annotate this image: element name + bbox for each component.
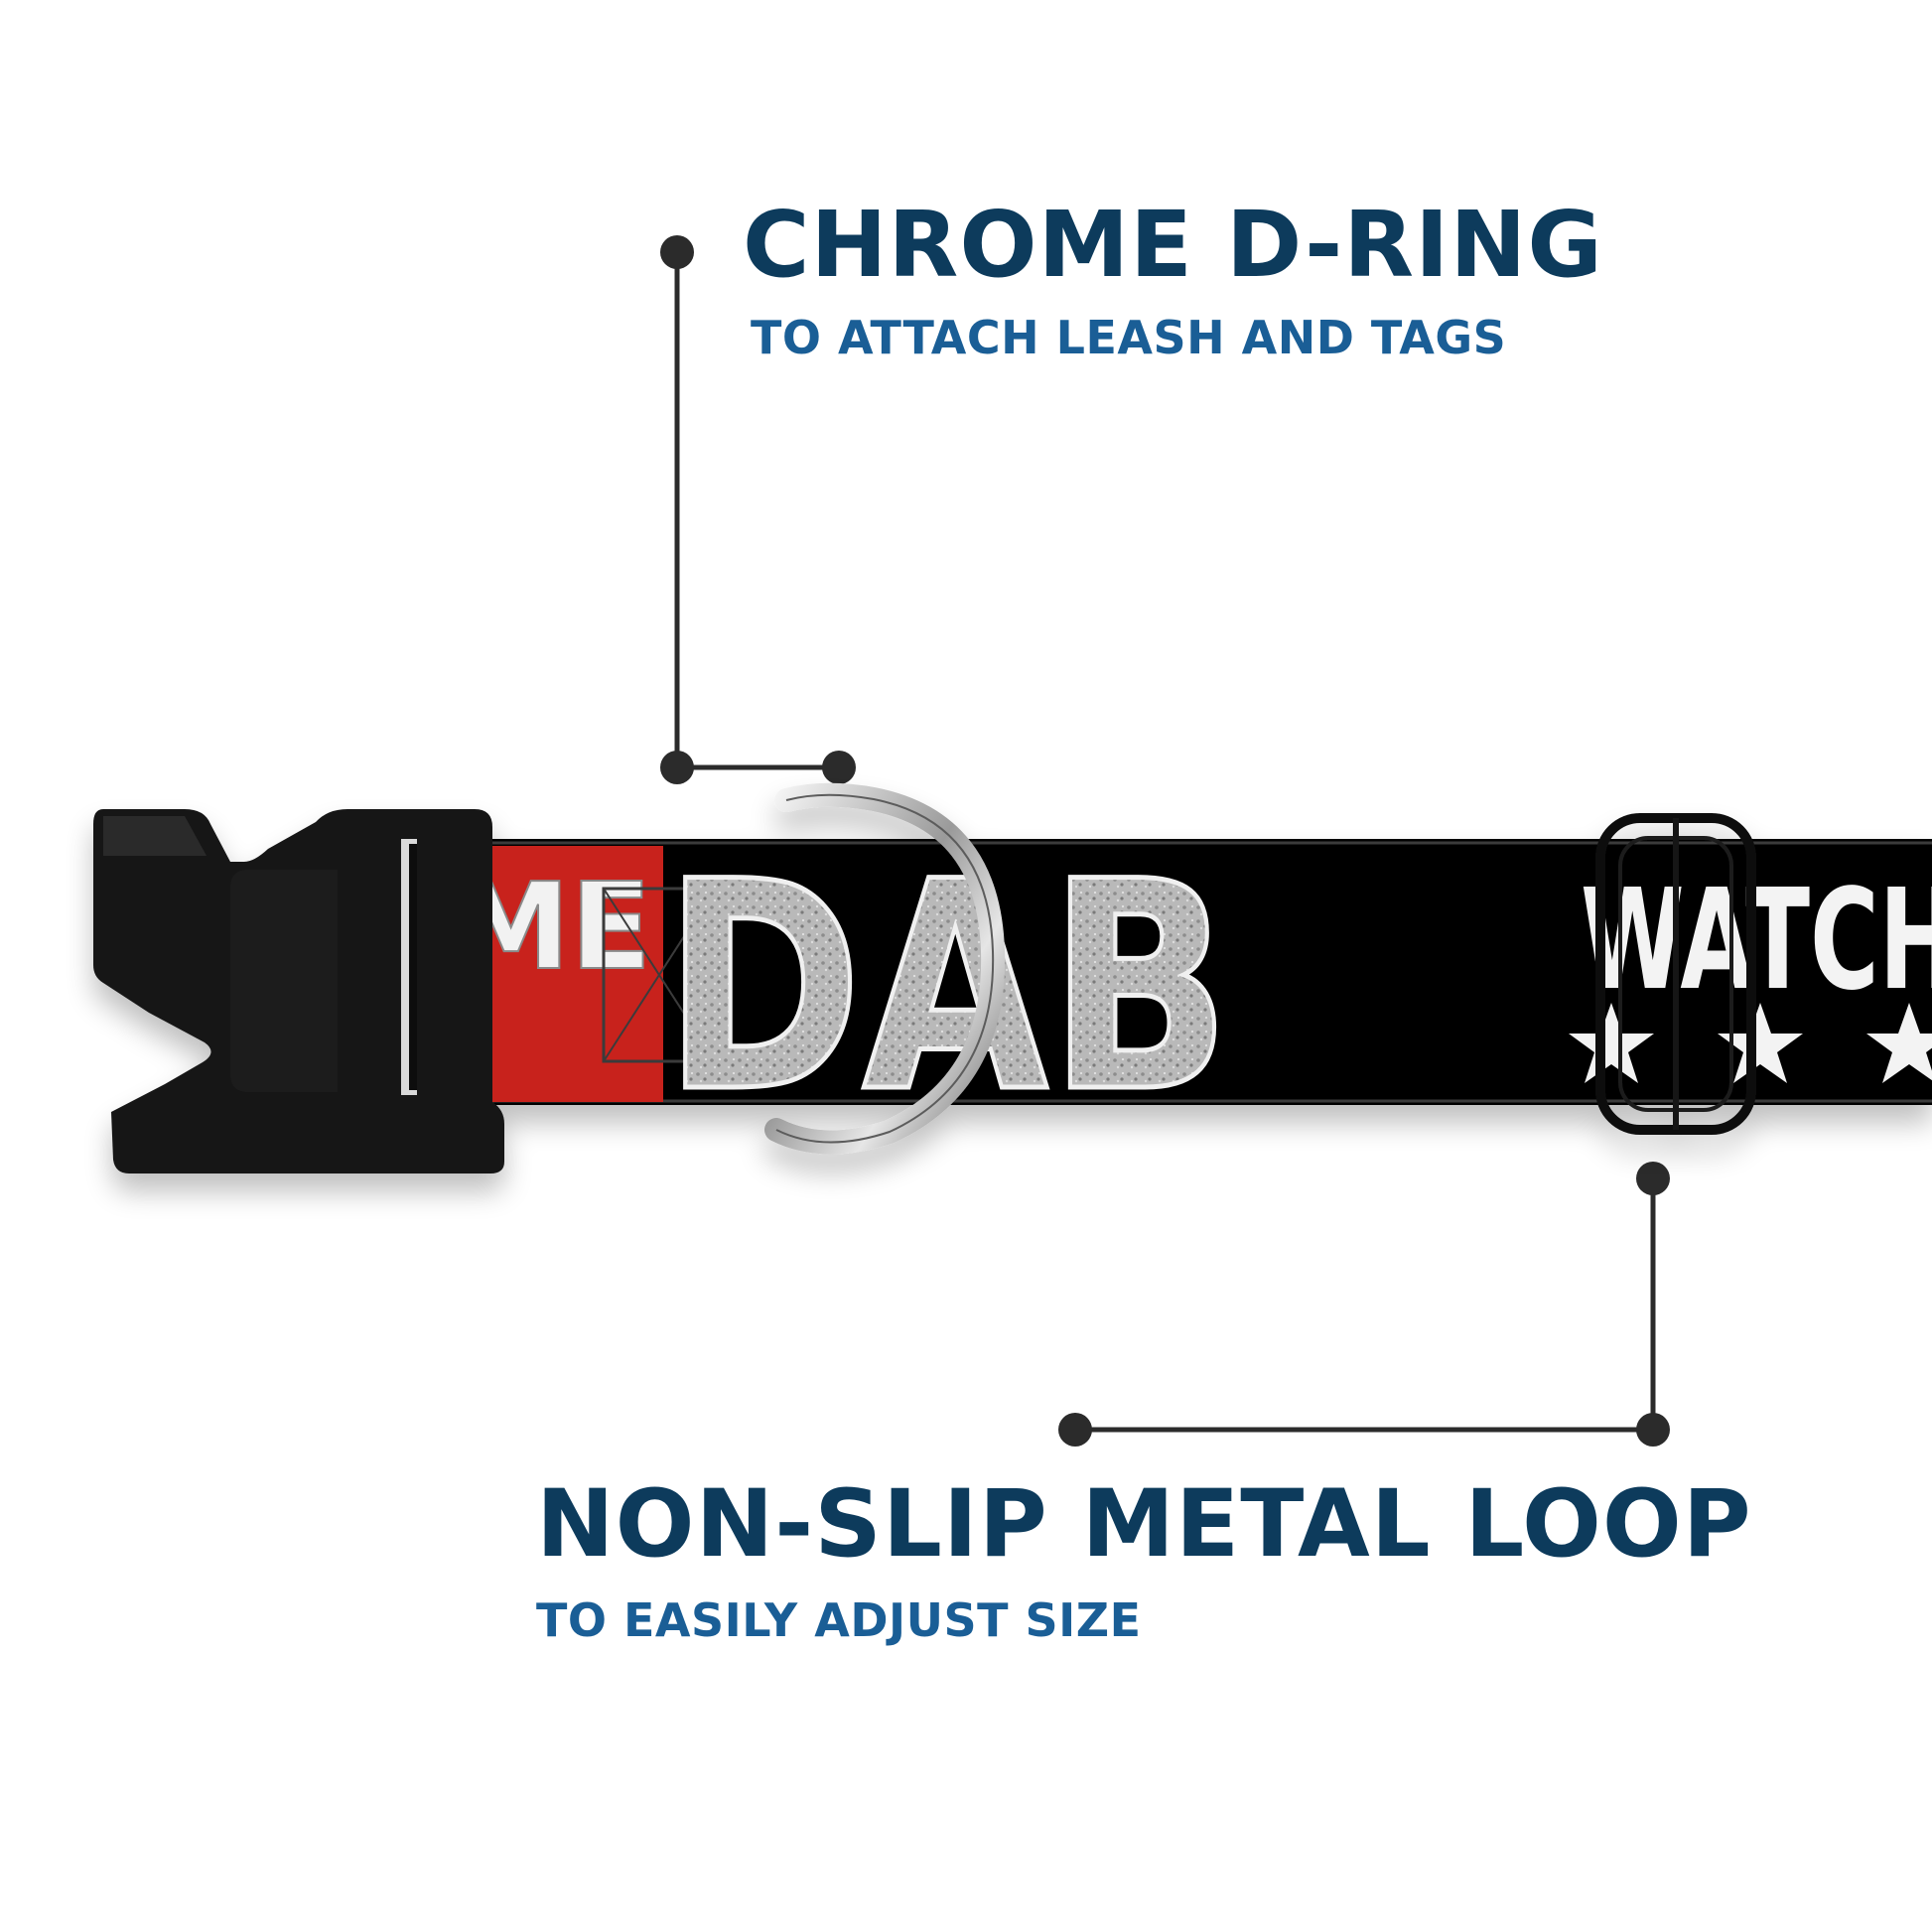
star-icon [1569,1003,1654,1083]
leader-dot [660,751,694,784]
star-icon [1718,1003,1803,1083]
d-ring-title: CHROME D-RING [743,192,1603,298]
leader-dot [660,235,694,269]
d-ring-icon [764,782,1006,1155]
loop-title: NON-SLIP METAL LOOP [536,1470,1752,1579]
leader-dot [1636,1413,1670,1447]
loop-leader [1075,1178,1656,1433]
leader-dot [1058,1413,1092,1447]
leader-dot [822,751,856,784]
loop-subtitle: TO EASILY ADJUST SIZE [536,1593,1142,1647]
collar-stars [1569,1003,1932,1083]
buckle [93,809,504,1173]
star-icon [1866,1003,1932,1083]
leader-dot [1636,1162,1670,1195]
d-ring-subtitle: TO ATTACH LEASH AND TAGS [751,311,1507,364]
collar-main-text: DAB [663,821,1231,1156]
loop-icon [1595,813,1756,1135]
collar: ME DAB WATCH [93,782,1932,1173]
stitch-box [602,887,717,1063]
